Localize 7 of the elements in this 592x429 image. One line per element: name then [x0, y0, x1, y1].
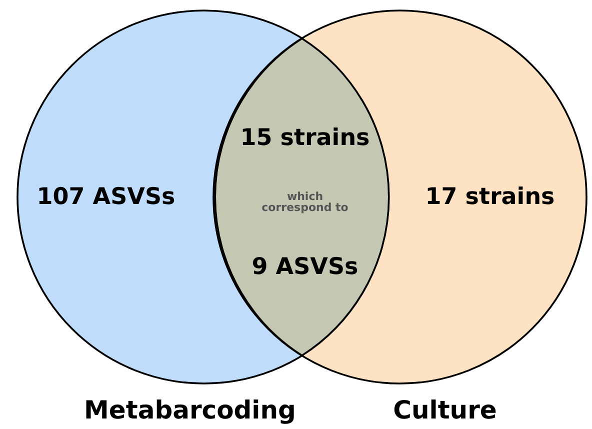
count-label: 9 ASVSs [252, 254, 358, 280]
count-label: 15 strains [240, 125, 370, 151]
count-label: 17 strains [425, 184, 555, 210]
count-label: 107 ASVSs [36, 184, 176, 210]
set-title: Culture [393, 396, 497, 424]
set-title: Metabarcoding [84, 396, 296, 424]
note-text: which correspond to [260, 191, 350, 213]
